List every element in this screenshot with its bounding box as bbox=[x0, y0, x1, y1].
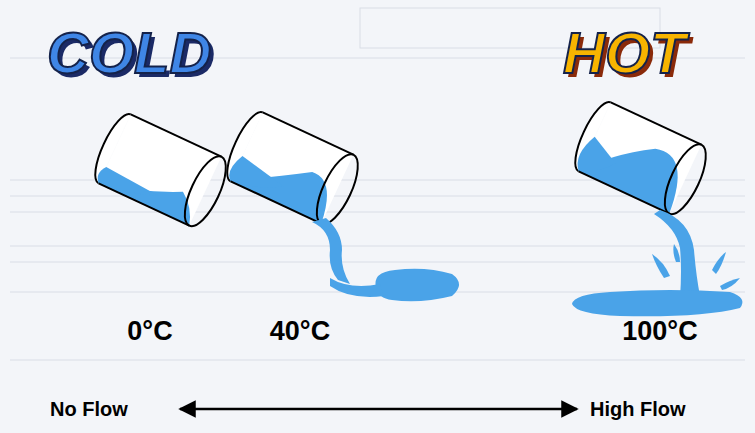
flow-arrow bbox=[180, 408, 577, 411]
cup-cold bbox=[88, 109, 234, 231]
splash-drops bbox=[652, 244, 740, 290]
puddle-hot bbox=[572, 290, 742, 316]
stream-warm bbox=[312, 218, 350, 284]
cup-warm bbox=[220, 107, 366, 229]
temperature-label: 40°C bbox=[270, 318, 330, 345]
flow-label: No Flow bbox=[50, 399, 128, 419]
puddle-warm bbox=[375, 269, 459, 302]
temperature-label: 0°C bbox=[127, 318, 172, 345]
hot-heading: HOT bbox=[563, 24, 685, 82]
cup-hot bbox=[568, 97, 714, 219]
temperature-label: 100°C bbox=[622, 318, 697, 345]
background-page bbox=[10, 8, 745, 360]
puddle-warm-join bbox=[330, 278, 384, 297]
cold-heading: COLD bbox=[47, 24, 211, 82]
flow-label: High Flow bbox=[590, 399, 686, 419]
stream-hot bbox=[654, 210, 700, 298]
